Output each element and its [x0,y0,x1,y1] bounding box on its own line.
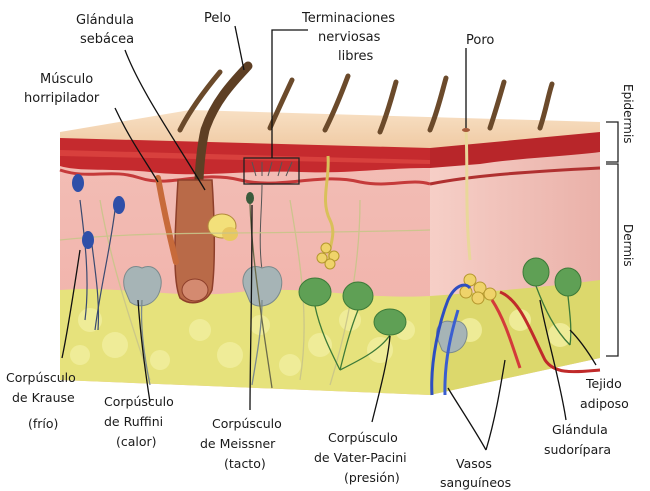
label-vasos-1: Vasos [456,456,492,471]
label-glandula-sebacea-2: sebácea [80,32,134,47]
label-adiposo-1: Tejido [585,376,622,391]
label-pelo: Pelo [204,11,231,26]
label-ruffini-1: Corpúsculo [104,394,174,409]
label-dermis: Dermis [621,224,635,267]
label-sudoripara-2: sudorípara [544,442,611,457]
label-meissner-2: de Meissner [200,436,276,451]
label-poro: Poro [466,33,494,48]
layer-brackets [606,122,618,356]
label-musculo-2: horripilador [24,91,100,106]
label-vasos-2: sanguíneos [440,475,511,490]
label-terminaciones-3: libres [338,49,374,64]
label-ruffini-3: (calor) [116,434,157,449]
label-epidermis: Epidermis [621,84,635,144]
label-pacini-1: Corpúsculo [328,430,398,445]
label-ruffini-2: de Ruffini [104,414,163,429]
label-terminaciones-1: Terminaciones [301,11,395,26]
label-glandula-sebacea-1: Glándula [76,13,134,28]
label-pacini-2: de Vater-Pacini [314,450,407,465]
label-terminaciones-2: nerviosas [318,30,381,45]
label-adiposo-2: adiposo [580,396,629,411]
label-meissner-1: Corpúsculo [212,416,282,431]
label-meissner-3: (tacto) [224,456,266,471]
label-krause-3: (frío) [28,416,58,431]
label-krause-1: Corpúsculo [6,370,76,385]
label-pacini-3: (presión) [344,470,400,485]
label-sudoripara-1: Glándula [552,422,608,437]
label-krause-2: de Krause [12,390,75,405]
label-musculo-1: Músculo [40,72,93,87]
meissner-corpuscle [246,192,254,204]
